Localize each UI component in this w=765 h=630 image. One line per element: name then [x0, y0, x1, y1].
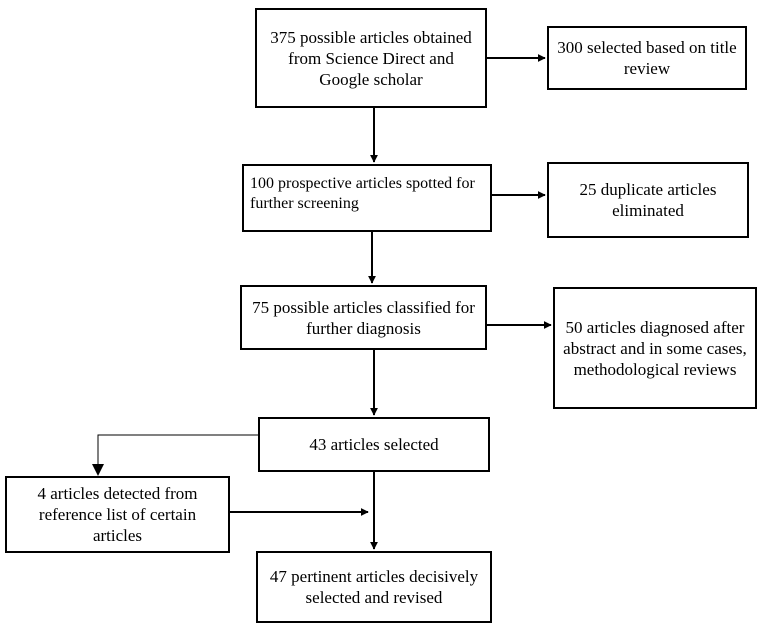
box-duplicates-eliminated: 25 duplicate articles eliminated — [547, 162, 749, 238]
box-pertinent-articles: 47 pertinent articles decisively selecte… — [256, 551, 492, 623]
box-classified-articles-text: 75 possible articles classified for furt… — [252, 297, 475, 338]
box-diagnosed-articles: 50 articles diagnosed after abstract and… — [553, 287, 757, 409]
box-classified-articles: 75 possible articles classified for furt… — [240, 285, 487, 350]
box-title-review-text: 300 selected based on title review — [557, 38, 737, 78]
box-pertinent-articles-text: 47 pertinent articles decisively selecte… — [269, 567, 479, 607]
box-possible-articles-text: 375 possible articles obtained from Scie… — [270, 27, 472, 89]
box-prospective-articles-text: 100 prospective articles spotted for fur… — [250, 175, 475, 212]
box-diagnosed-articles-text: 50 articles diagnosed after abstract and… — [563, 317, 747, 379]
box-duplicates-eliminated-text: 25 duplicate articles eliminated — [579, 180, 717, 220]
box-prospective-articles: 100 prospective articles spotted for fur… — [242, 164, 492, 232]
box-reference-list-text: 4 articles detected from reference list … — [37, 484, 198, 545]
box-articles-selected: 43 articles selected — [258, 417, 490, 472]
box-possible-articles: 375 possible articles obtained from Scie… — [255, 8, 487, 108]
box-title-review: 300 selected based on title review — [547, 26, 747, 90]
box-reference-list: 4 articles detected from reference list … — [5, 476, 230, 553]
elbow-to-reference-list — [97, 434, 258, 472]
box-articles-selected-text: 43 articles selected — [309, 435, 439, 454]
